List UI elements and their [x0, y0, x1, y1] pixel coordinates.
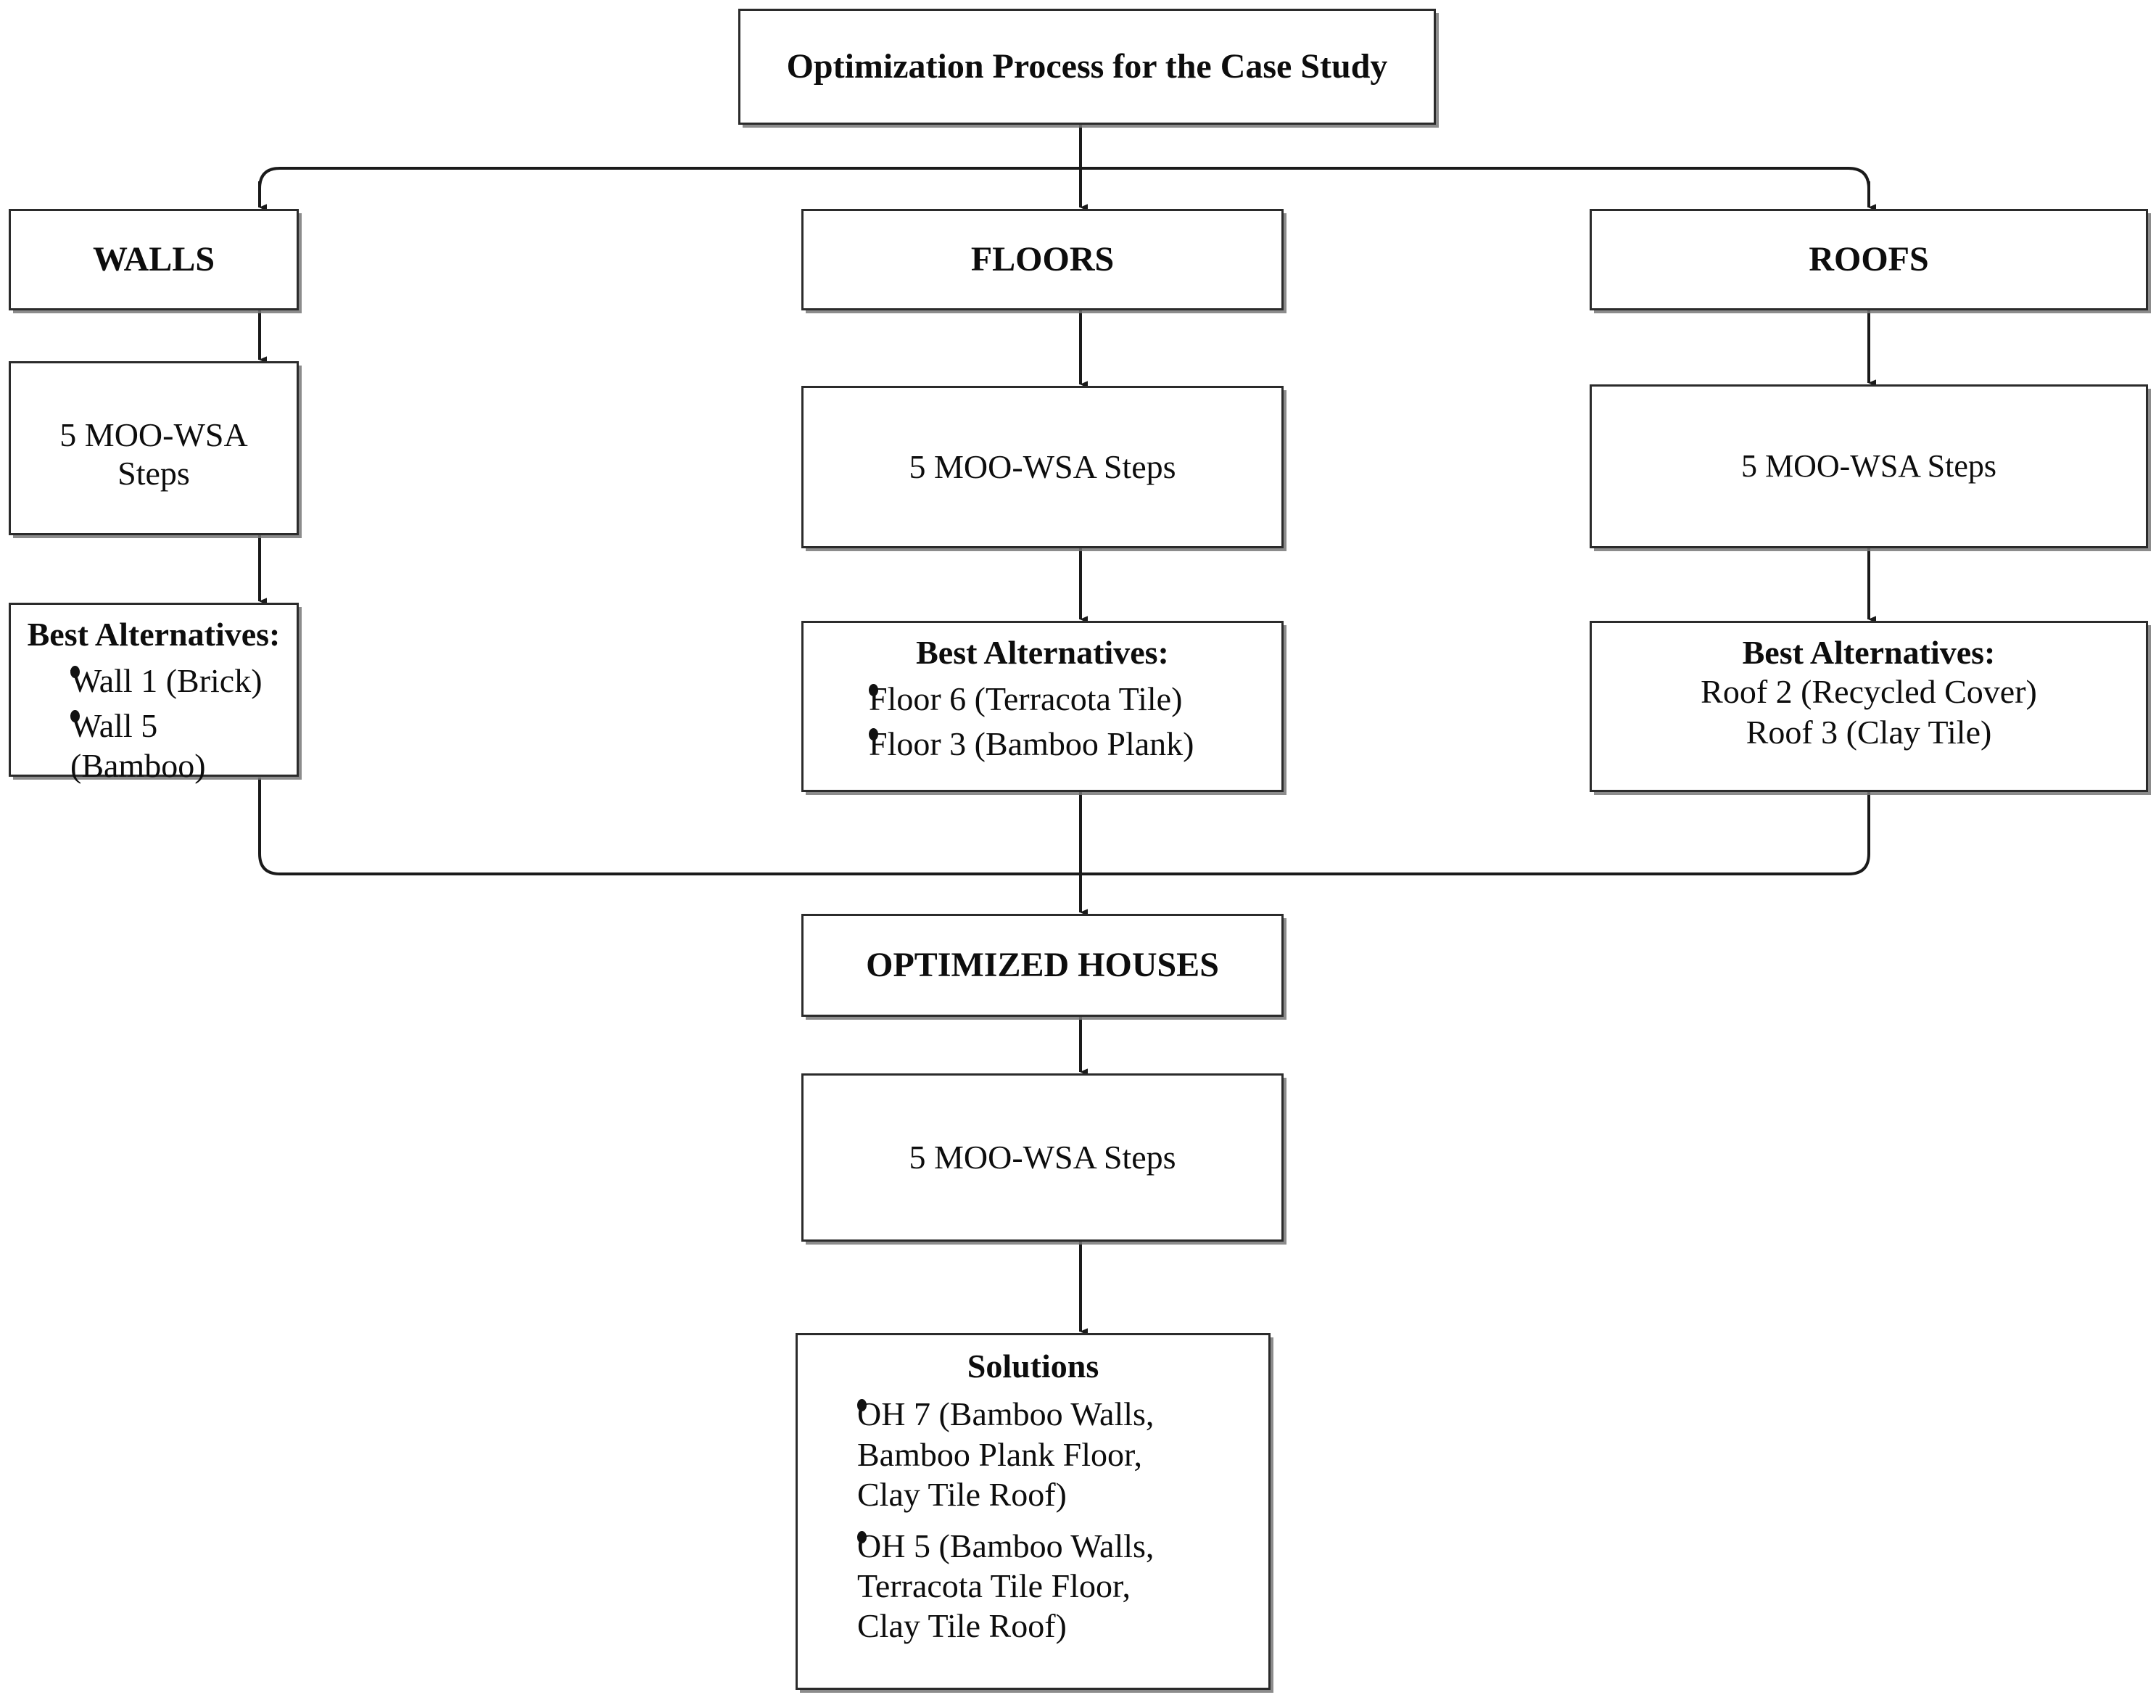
- solution-item-2-line-1: OH 5 (Bamboo Walls,: [857, 1527, 1155, 1564]
- steps-box-walls[interactable]: 5 MOO-WSA Steps: [9, 361, 299, 535]
- category-box-roofs[interactable]: ROOFS: [1590, 209, 2148, 310]
- solution-item-1-line-2: Bamboo Plank Floor,: [857, 1435, 1142, 1473]
- solution-item-1-line-1: OH 7 (Bamboo Walls,: [857, 1395, 1155, 1433]
- title-box: Optimization Process for the Case Study: [738, 9, 1436, 125]
- best-alternative-item-roofs-1: Roof 2 (Recycled Cover): [1701, 673, 2037, 711]
- connector-roofs-merge: [1081, 792, 1870, 875]
- category-label-roofs: ROOFS: [1809, 240, 1929, 279]
- best-alternative-item-walls-2: Wall 5 (Bamboo): [70, 706, 206, 784]
- best-alternatives-box-walls[interactable]: Best Alternatives: Wall 1 (Brick) Wall 5…: [9, 603, 299, 784]
- connector-bus-top: [258, 167, 1870, 189]
- best-alternative-item-walls-1: Wall 1 (Brick): [70, 662, 263, 700]
- category-label-floors: FLOORS: [970, 240, 1115, 279]
- best-alternatives-list-walls: Wall 1 (Brick) Wall 5 (Bamboo): [24, 659, 284, 790]
- list-item: Wall 5 (Bamboo): [70, 706, 284, 785]
- bullet-icon: [70, 710, 80, 723]
- list-item: Floor 6 (Terracota Tile): [869, 679, 1268, 719]
- best-alternatives-box-floors[interactable]: Best Alternatives: Floor 6 (Terracota Ti…: [801, 621, 1284, 792]
- bullet-icon: [857, 1530, 867, 1543]
- bullet-icon: [70, 666, 80, 679]
- best-alternative-item-floors-1: Floor 6 (Terracota Tile): [869, 680, 1183, 718]
- title-box-label: Optimization Process for the Case Study: [786, 47, 1388, 86]
- solution-item-2-line-2: Terracota Tile Floor,: [857, 1567, 1131, 1605]
- final-steps-label: 5 MOO-WSA Steps: [909, 1139, 1176, 1176]
- bullet-icon: [857, 1399, 867, 1412]
- final-steps-box[interactable]: 5 MOO-WSA Steps: [801, 1073, 1284, 1242]
- best-alternative-item-floors-2: Floor 3 (Bamboo Plank): [869, 725, 1194, 762]
- optimized-houses-label: OPTIMIZED HOUSES: [866, 946, 1219, 985]
- solutions-list: OH 7 (Bamboo Walls, Bamboo Plank Floor, …: [811, 1393, 1255, 1650]
- steps-label-roofs: 5 MOO-WSA Steps: [1740, 448, 1997, 484]
- list-item: Wall 1 (Brick): [70, 661, 284, 701]
- solution-item-1-line-3: Clay Tile Roof): [857, 1475, 1067, 1513]
- bullet-icon: [869, 684, 878, 697]
- best-alternative-item-roofs-2: Roof 3 (Clay Tile): [1746, 713, 1992, 751]
- solutions-heading: Solutions: [967, 1348, 1099, 1385]
- bullet-icon: [869, 728, 878, 741]
- best-alternatives-heading-floors: Best Alternatives:: [916, 634, 1169, 671]
- category-label-walls: WALLS: [92, 240, 215, 279]
- best-alternatives-heading-walls: Best Alternatives:: [27, 616, 281, 653]
- steps-label-walls: 5 MOO-WSA Steps: [59, 416, 248, 492]
- list-item: Floor 3 (Bamboo Plank): [869, 724, 1268, 764]
- solution-item-2-line-3: Clay Tile Roof): [857, 1607, 1067, 1645]
- category-box-floors[interactable]: FLOORS: [801, 209, 1284, 310]
- list-item: OH 5 (Bamboo Walls, Terracota Tile Floor…: [857, 1526, 1255, 1646]
- list-item: OH 7 (Bamboo Walls, Bamboo Plank Floor, …: [857, 1394, 1255, 1514]
- solutions-box[interactable]: Solutions OH 7 (Bamboo Walls, Bamboo Pla…: [796, 1333, 1271, 1690]
- best-alternatives-list-floors: Floor 6 (Terracota Tile) Floor 3 (Bamboo…: [817, 677, 1268, 767]
- category-box-walls[interactable]: WALLS: [9, 209, 299, 310]
- best-alternatives-box-roofs[interactable]: Best Alternatives: Roof 2 (Recycled Cove…: [1590, 621, 2148, 792]
- best-alternatives-heading-roofs: Best Alternatives:: [1742, 634, 1996, 671]
- steps-box-floors[interactable]: 5 MOO-WSA Steps: [801, 386, 1284, 548]
- optimized-houses-box[interactable]: OPTIMIZED HOUSES: [801, 914, 1284, 1017]
- steps-box-roofs[interactable]: 5 MOO-WSA Steps: [1590, 384, 2148, 548]
- steps-label-floors: 5 MOO-WSA Steps: [909, 448, 1176, 486]
